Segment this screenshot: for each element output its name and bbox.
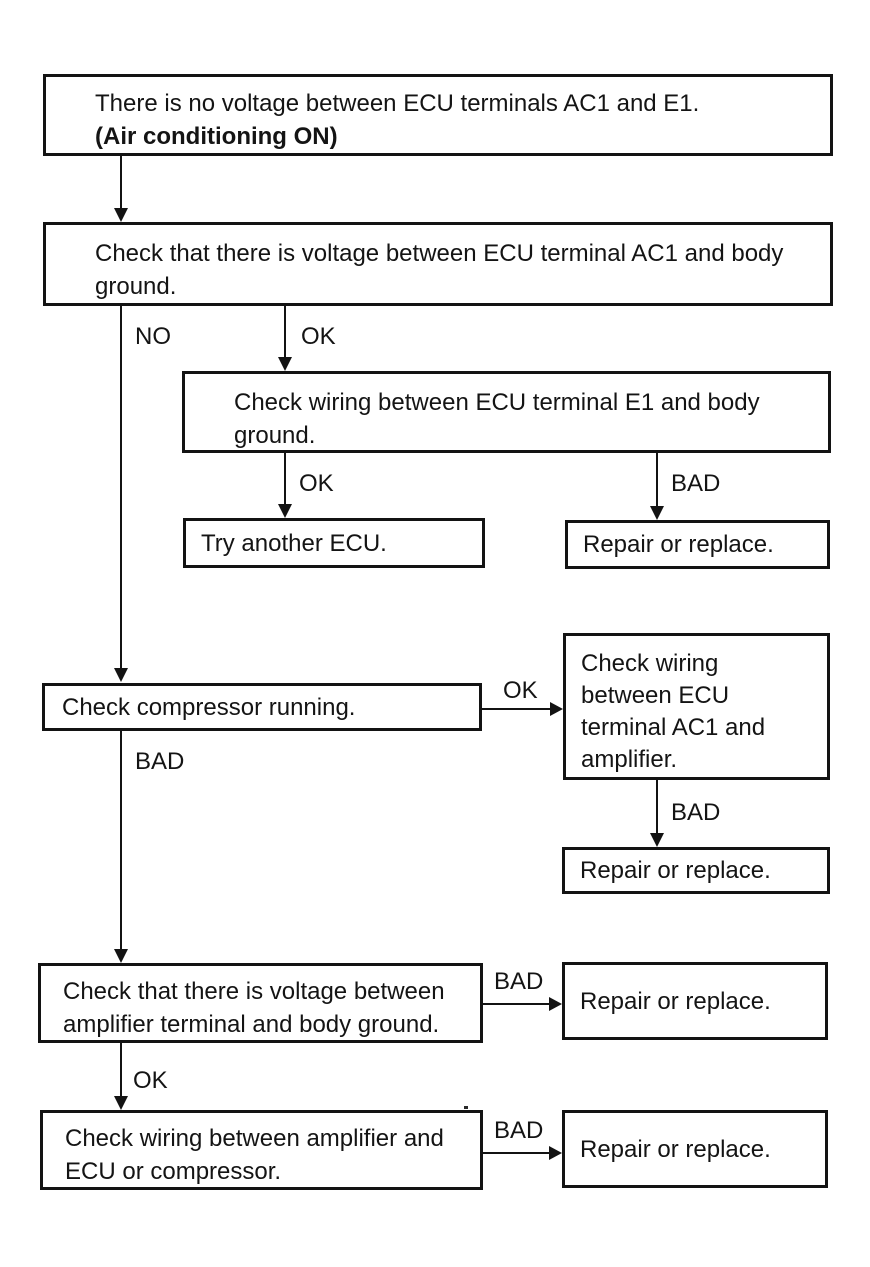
node-text-line: Try another ECU. xyxy=(201,529,387,557)
edge-label-ok: OK xyxy=(133,1067,168,1094)
edge-label-bad: BAD xyxy=(135,748,185,775)
arrowhead-into-compressor-check xyxy=(114,668,128,682)
arrowhead-into-repair-4 xyxy=(549,1146,562,1160)
edge-label-ok: OK xyxy=(299,470,334,497)
node-text-line: terminal AC1 and xyxy=(581,714,766,741)
connector-bad-to-repair-1 xyxy=(656,453,658,508)
connector-bad-to-voltage-amp-check xyxy=(120,731,122,950)
node-text-line: Repair or replace. xyxy=(580,1135,771,1163)
node-text-line: Repair or replace. xyxy=(583,531,774,558)
arrowhead-into-wiring-e1-check xyxy=(278,357,292,371)
flow-node-repair-2: Repair or replace. xyxy=(562,847,830,894)
node-text-line: There is no voltage between ECU terminal… xyxy=(95,90,700,117)
node-text-line: Check compressor running. xyxy=(62,693,356,721)
scan-artifact-dot xyxy=(464,1106,468,1109)
connector-start-to-voltage-check xyxy=(120,156,122,210)
connector-ok-branch xyxy=(284,306,286,359)
node-text-line-bold: (Air conditioning ON) xyxy=(95,123,338,150)
node-text-line: ground. xyxy=(95,273,177,300)
arrowhead-into-repair-3 xyxy=(549,997,562,1011)
flow-node-check-wiring-amplifier-ecu: Check wiring between amplifier and ECU o… xyxy=(40,1110,483,1190)
edge-label-bad: BAD xyxy=(671,799,721,826)
flow-node-repair-1: Repair or replace. xyxy=(565,520,830,569)
arrowhead-into-repair-2 xyxy=(650,833,664,847)
connector-ok-to-wiring-amp-check xyxy=(120,1043,122,1098)
node-text-line: Check that there is voltage between ECU … xyxy=(95,240,784,267)
arrowhead-into-voltage-amp-check xyxy=(114,949,128,963)
edge-label-ok: OK xyxy=(301,323,336,350)
flow-node-repair-4: Repair or replace. xyxy=(562,1110,828,1188)
flow-node-start: There is no voltage between ECU terminal… xyxy=(43,74,833,156)
arrowhead-into-repair-1 xyxy=(650,506,664,520)
node-text-line: Check wiring between amplifier and xyxy=(65,1125,444,1152)
connector-no-branch xyxy=(120,306,122,670)
node-text-line: Check that there is voltage between xyxy=(63,978,445,1005)
node-text-line: amplifier terminal and body ground. xyxy=(63,1011,440,1038)
node-text-line: ground. xyxy=(234,422,316,449)
node-text-line: amplifier. xyxy=(581,746,678,773)
node-text-line: Repair or replace. xyxy=(580,857,771,884)
connector-ok-to-wiring-ac1-amp xyxy=(482,708,552,710)
arrowhead-into-voltage-check xyxy=(114,208,128,222)
connector-bad-to-repair-2 xyxy=(656,780,658,835)
arrowhead-into-try-ecu xyxy=(278,504,292,518)
arrowhead-into-wiring-ac1-amp xyxy=(550,702,563,716)
connector-bad-to-repair-4 xyxy=(483,1152,551,1154)
edge-label-ok: OK xyxy=(503,677,538,704)
flow-node-try-another-ecu: Try another ECU. xyxy=(183,518,485,568)
node-text-line: Check wiring xyxy=(581,650,719,677)
edge-label-bad: BAD xyxy=(494,968,544,995)
connector-bad-to-repair-3 xyxy=(483,1003,551,1005)
edge-label-bad: BAD xyxy=(494,1117,544,1144)
edge-label-bad: BAD xyxy=(671,470,721,497)
node-text-line: ECU or compressor. xyxy=(65,1158,282,1185)
flow-node-check-voltage-amplifier: Check that there is voltage between ampl… xyxy=(38,963,483,1043)
flow-node-check-wiring-ac1-amplifier: Check wiring between ECU terminal AC1 an… xyxy=(563,633,830,780)
flow-node-check-wiring-e1-body: Check wiring between ECU terminal E1 and… xyxy=(182,371,831,453)
flow-node-repair-3: Repair or replace. xyxy=(562,962,828,1040)
node-text-line: Check wiring between ECU terminal E1 and… xyxy=(234,389,760,416)
arrowhead-into-wiring-amp-check xyxy=(114,1096,128,1110)
connector-ok-to-try-ecu xyxy=(284,453,286,506)
node-text-line: between ECU xyxy=(581,682,730,709)
flow-node-check-compressor: Check compressor running. xyxy=(42,683,482,731)
node-text-line: Repair or replace. xyxy=(580,987,771,1015)
flow-node-check-voltage-ac1-body: Check that there is voltage between ECU … xyxy=(43,222,833,306)
edge-label-no: NO xyxy=(135,323,171,350)
